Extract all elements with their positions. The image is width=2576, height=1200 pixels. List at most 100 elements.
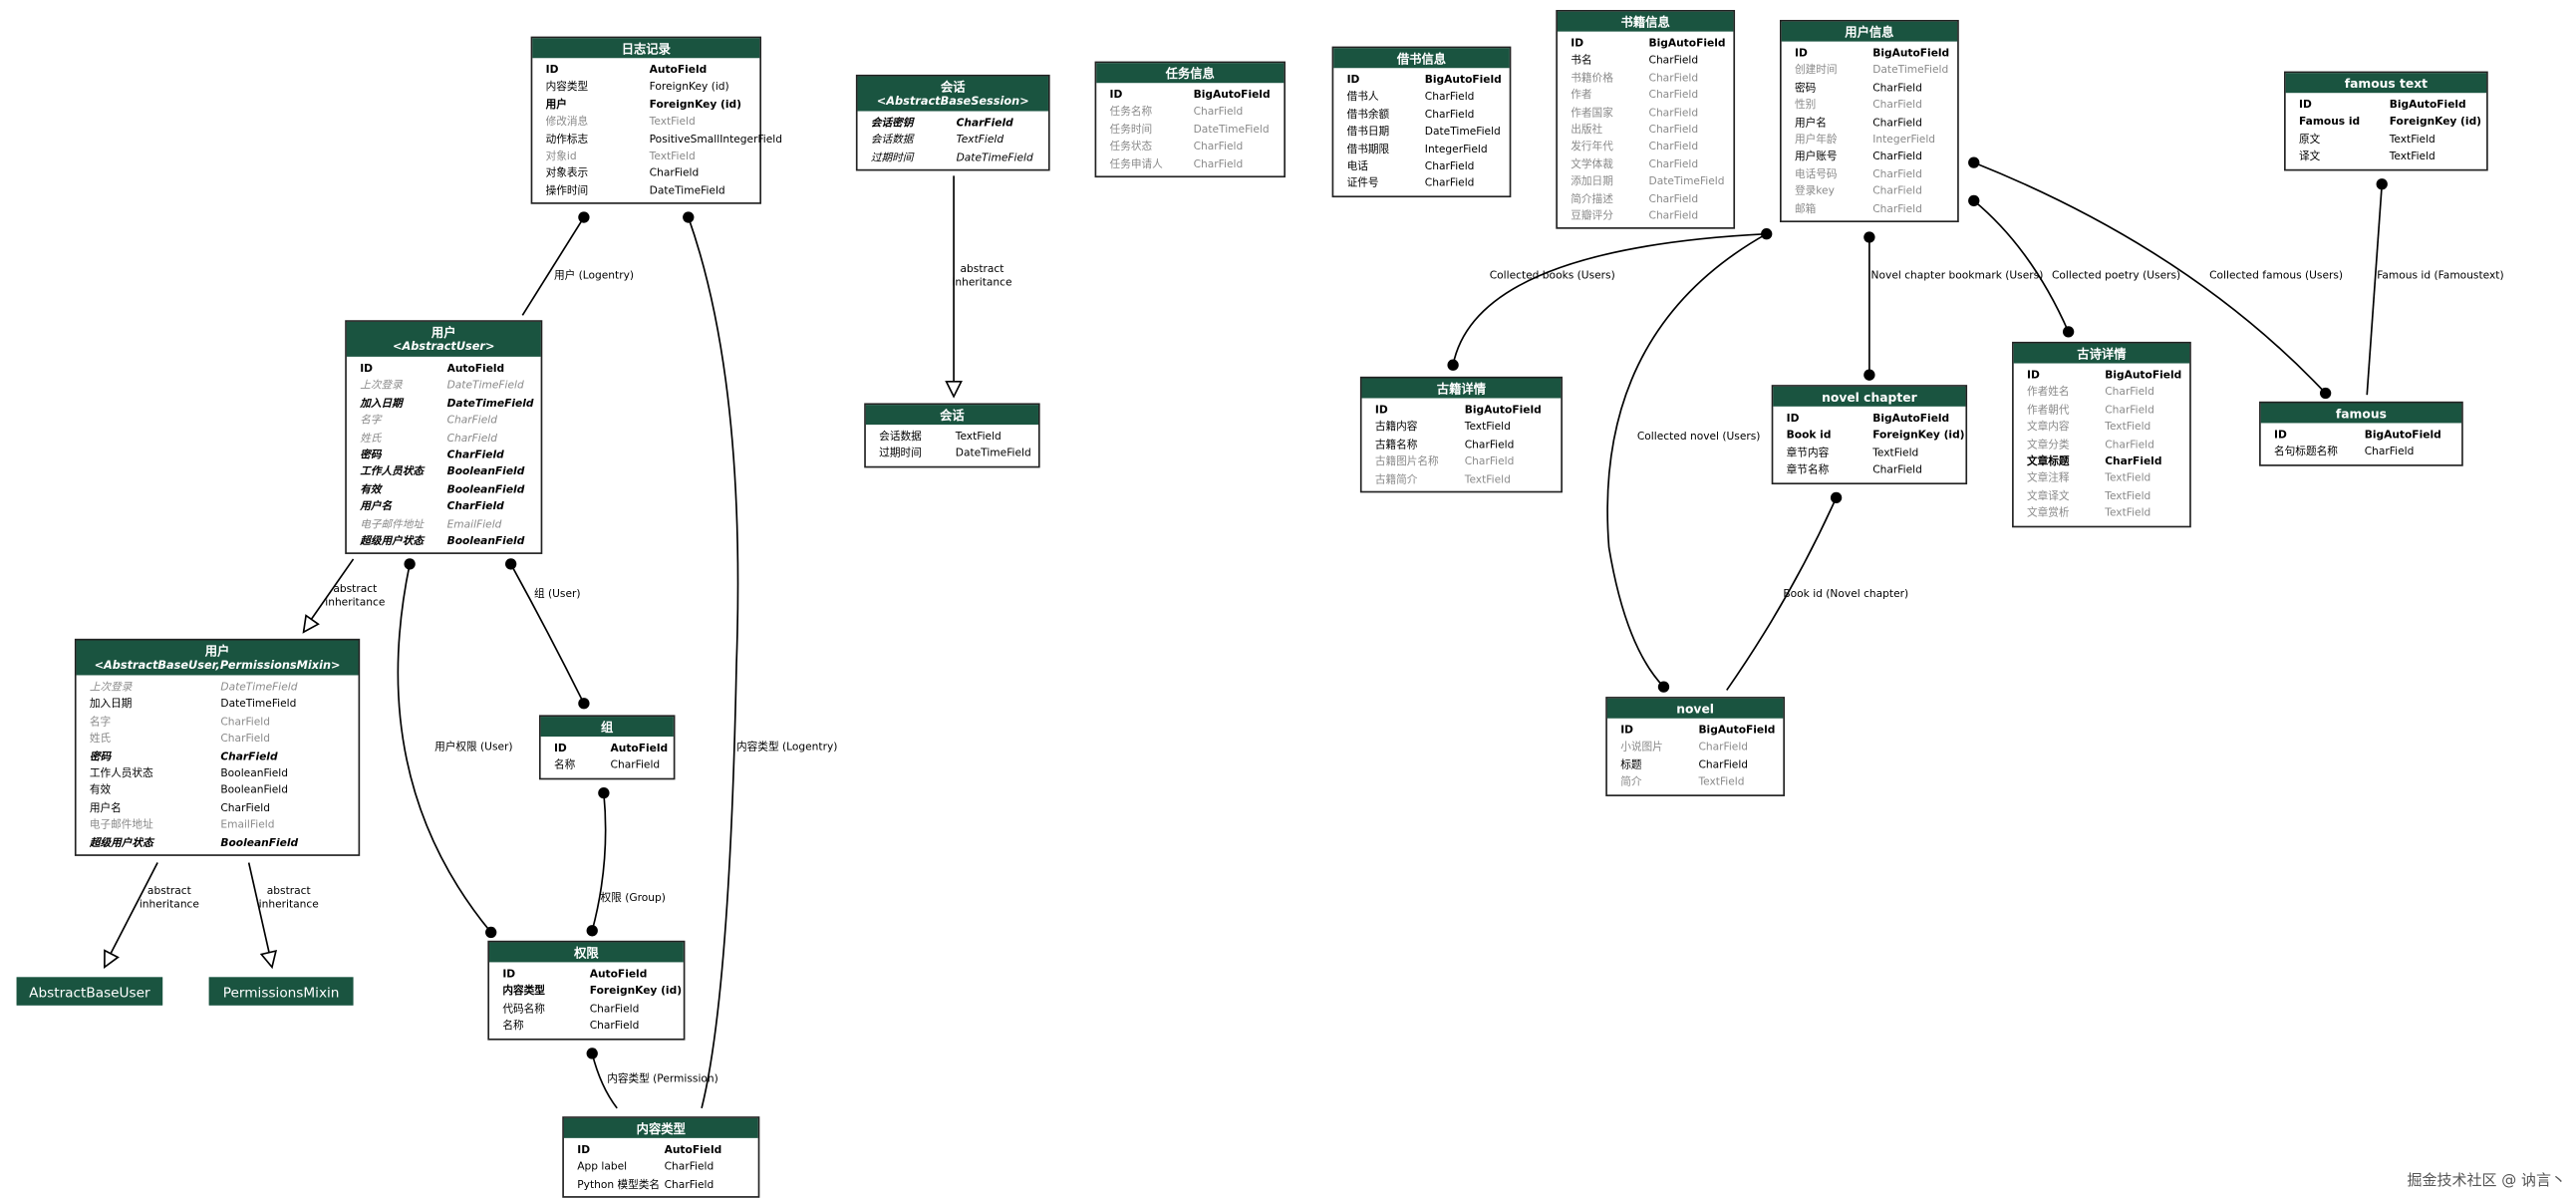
model-title-text: 用户信息: [1845, 24, 1894, 40]
field-type: CharField: [1698, 741, 1749, 754]
field-name: 书籍价格: [1571, 71, 1613, 85]
edge-famous-id: [2366, 183, 2384, 396]
field-name: 名字: [89, 715, 112, 729]
field-type: DateTimeField: [446, 379, 524, 393]
field-type: DateTimeField: [220, 680, 298, 694]
edge-end-dot: [1863, 231, 1875, 243]
model-title-text: famous: [2335, 406, 2387, 422]
field-name: ID: [577, 1142, 591, 1157]
edge-end-dot: [1830, 491, 1843, 504]
leaf-permissionsmixin[interactable]: PermissionsMixin: [208, 977, 354, 1006]
field-name: 超级用户状态: [89, 835, 153, 849]
field-type: CharField: [2105, 385, 2154, 400]
edge-end-dot: [1968, 156, 1980, 168]
field-name: 文章分类: [2027, 437, 2070, 451]
field-type: TextField: [1872, 446, 1919, 459]
field-row: ID BigAutoField: [1620, 722, 1776, 739]
field-type: BigAutoField: [2389, 98, 2466, 112]
field-name: 对象id: [545, 149, 577, 163]
field-name: 文章译文: [2027, 488, 2070, 503]
field-name: 作者朝代: [2027, 403, 2070, 417]
model-title: famous text: [2285, 73, 2487, 94]
field-type: CharField: [1872, 115, 1922, 130]
field-name: ID: [1620, 723, 1634, 738]
field-name: 操作时间: [545, 183, 589, 197]
field-type: CharField: [649, 166, 700, 180]
field-name: 文章标题: [2027, 454, 2070, 468]
field-name: 文章赏析: [2027, 506, 2070, 520]
field-name: 古籍图片名称: [1374, 454, 1439, 468]
field-type: BooleanField: [446, 482, 525, 496]
field-name: 电话号码: [1794, 166, 1838, 181]
field-type: BigAutoField: [1464, 403, 1542, 417]
model-abstract-base-user[interactable]: 用户<AbstractBaseUser,PermissionsMixin>上次登…: [74, 638, 361, 856]
field-name: 加入日期: [360, 396, 403, 410]
field-type: CharField: [610, 758, 661, 772]
field-name: 内容类型: [502, 984, 545, 999]
edge-collected-novel: [1606, 232, 1768, 688]
field-type: BigAutoField: [1698, 723, 1776, 738]
field-type: BooleanField: [446, 534, 525, 548]
field-type: AutoField: [589, 967, 648, 981]
field-name: ID: [1794, 46, 1808, 60]
leaf-abstractbaseuser[interactable]: AbstractBaseUser: [16, 977, 163, 1006]
edge-end-dot: [598, 786, 610, 799]
field-type: BigAutoField: [2105, 368, 2182, 382]
field-name: 邮箱: [1794, 201, 1817, 215]
field-name: 简介: [1620, 774, 1642, 789]
model-title-text: 日志记录: [621, 41, 671, 57]
field-name: ID: [1346, 73, 1360, 87]
field-type: EmailField: [220, 818, 275, 832]
edge-book-id: [1726, 497, 1838, 691]
field-name: 电话: [1346, 158, 1368, 173]
edge-group-user: [509, 563, 585, 705]
field-name: Python 模型类名: [577, 1177, 661, 1191]
field-name: 过期时间: [870, 150, 914, 164]
edge-ct-logentry: [687, 216, 739, 1109]
model-title-text: famous text: [2344, 76, 2429, 92]
